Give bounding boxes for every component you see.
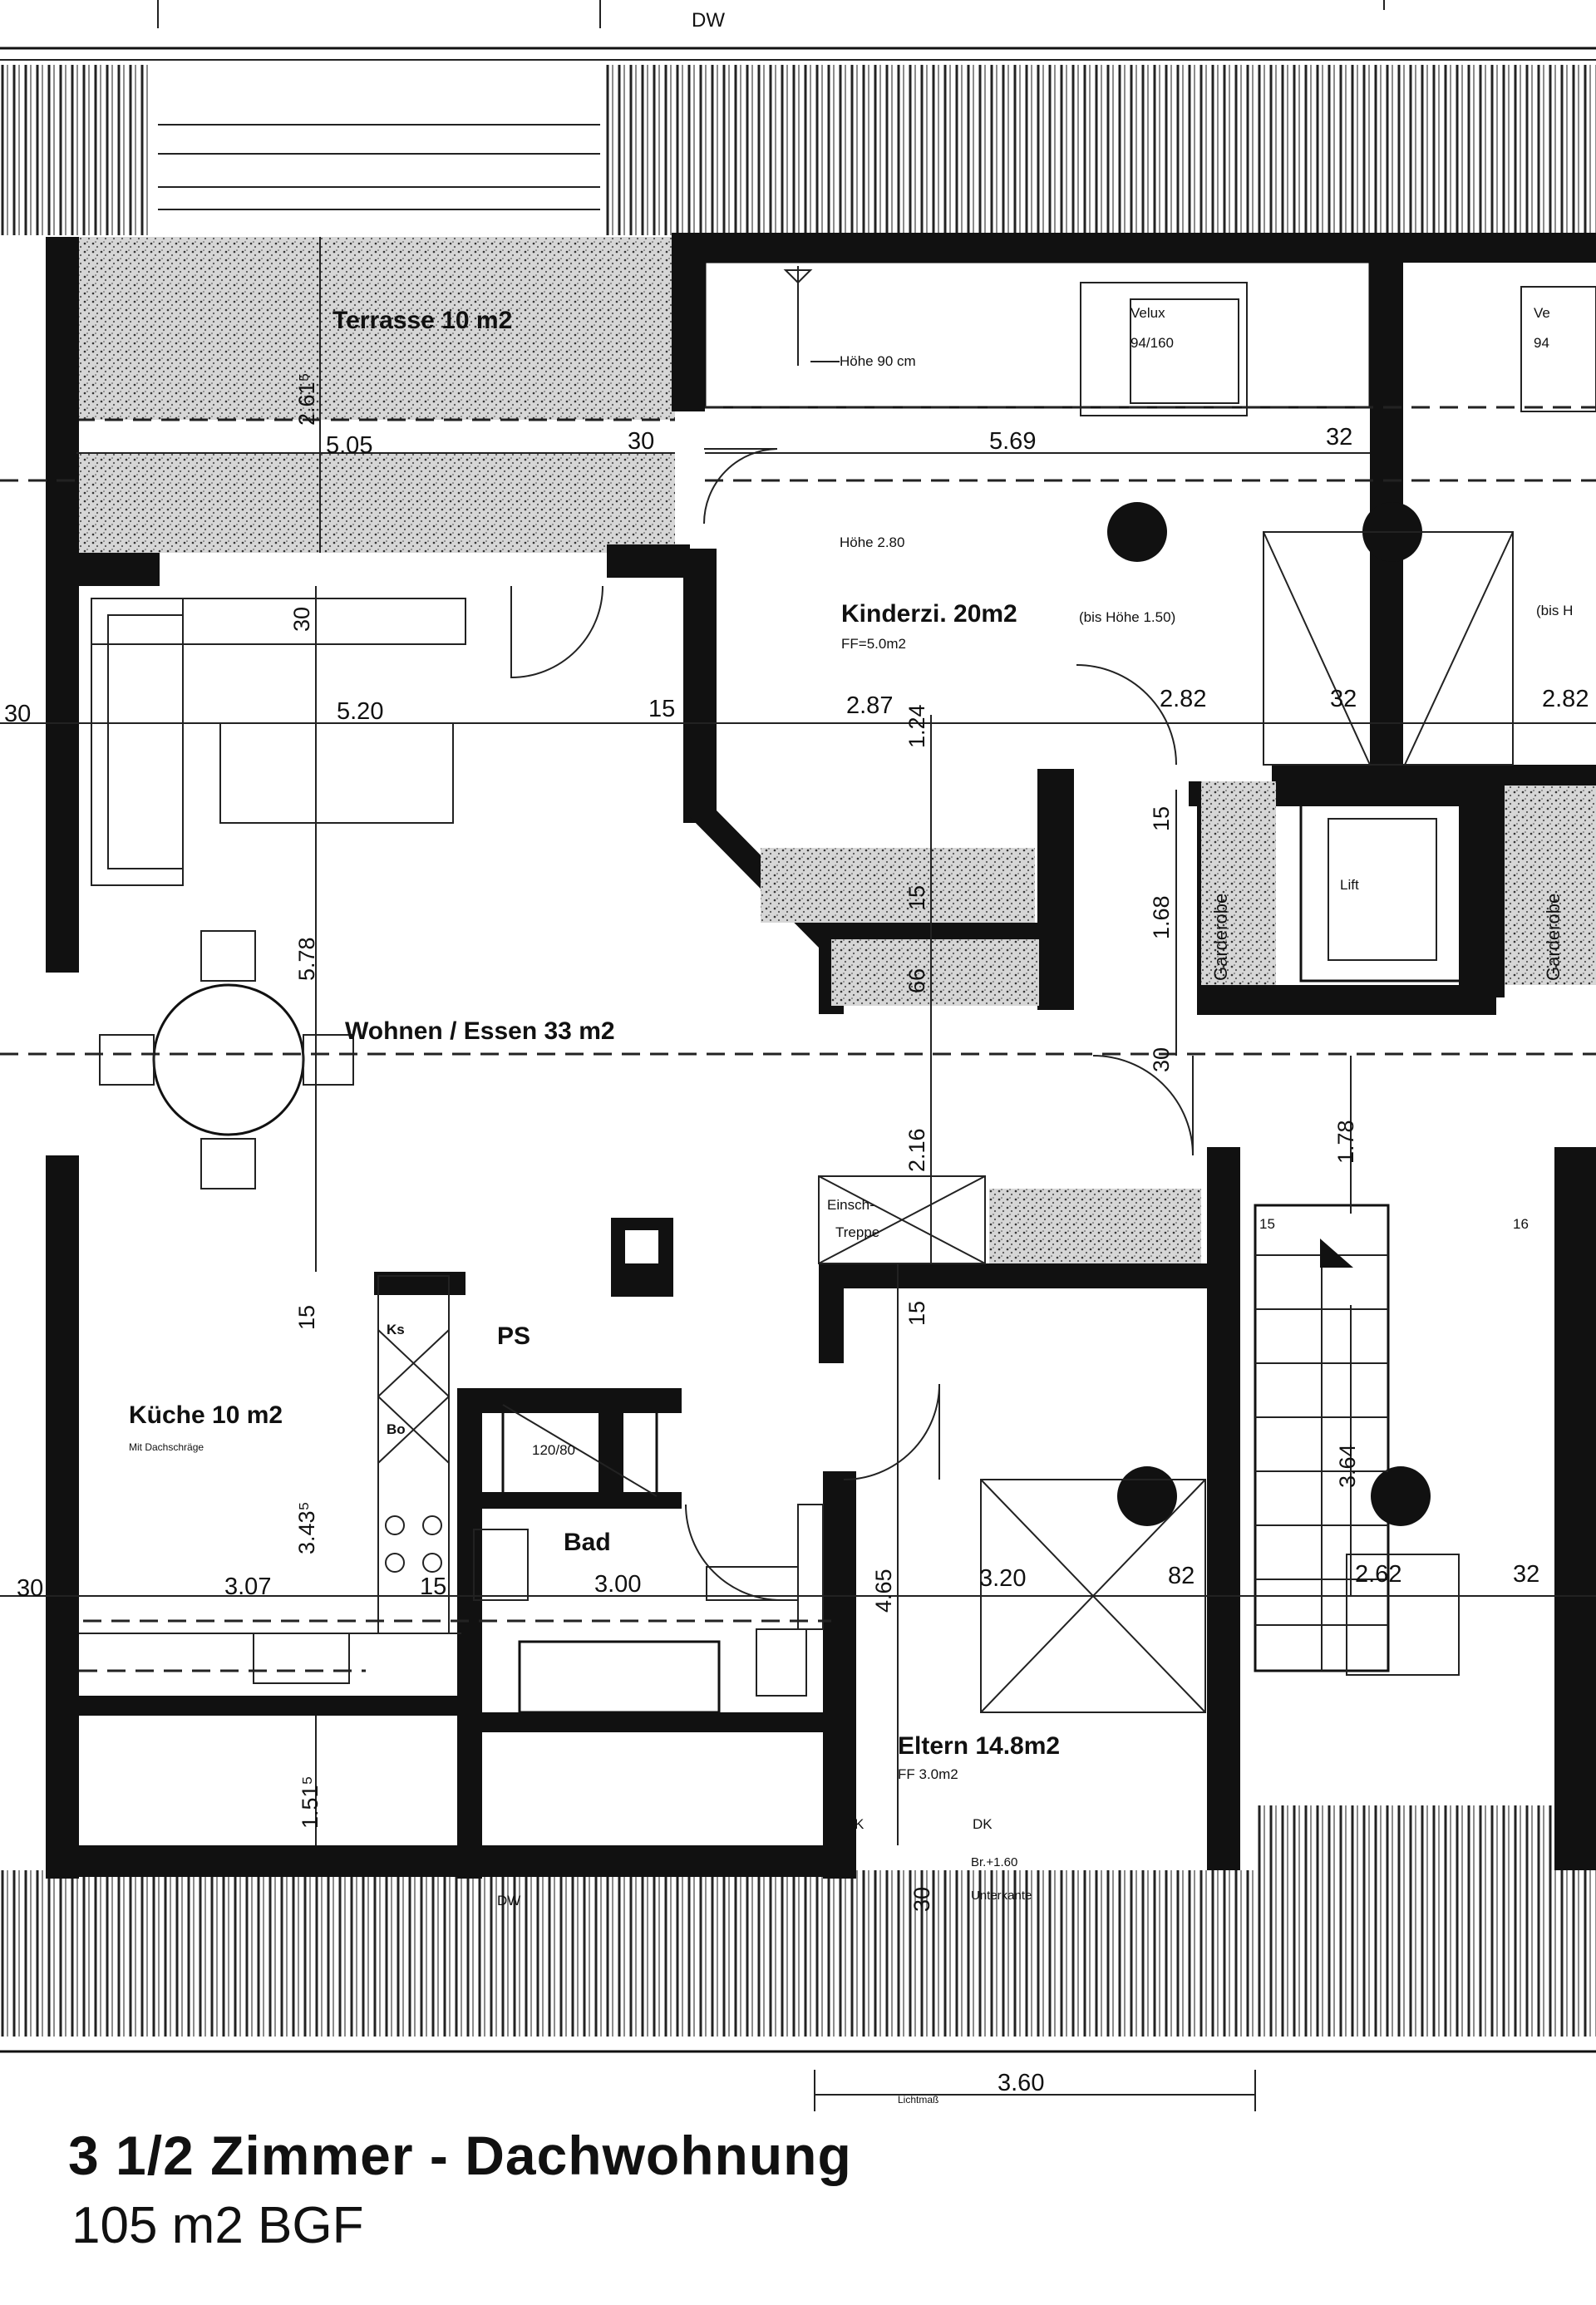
dim-282b: 2.82 (1542, 686, 1589, 712)
dim-178: 1.78 (1333, 1120, 1358, 1164)
dim-151: 1.51⁵ (298, 1776, 323, 1829)
dim-16: 16 (1513, 1216, 1529, 1232)
room-eltern: Eltern 14.8m2 (898, 1732, 1060, 1760)
dim-15-e: 15 (1259, 1216, 1275, 1232)
dim-32-mid: 32 (1330, 686, 1357, 712)
dim-15-c: 15 (904, 885, 929, 910)
note-brh: Br.+1.60 (971, 1855, 1017, 1869)
dim-30-terrace: 30 (628, 428, 654, 455)
top-label: DW (692, 9, 725, 32)
eltern-ff: FF 3.0m2 (898, 1766, 958, 1782)
dim-262: 2.62 (1355, 1561, 1401, 1588)
label-ks: Ks (387, 1322, 405, 1337)
note-hoehe-280: Höhe 2.80 (840, 534, 904, 550)
dim-15-d: 15 (294, 1305, 319, 1330)
dim-30-b: 30 (909, 1887, 934, 1912)
room-kinderzimmer: Kinderzi. 20m2 (841, 600, 1017, 628)
dim-168: 1.68 (1149, 895, 1174, 939)
room-kueche: Küche 10 m2 (129, 1401, 283, 1429)
dim-520: 5.20 (337, 698, 383, 725)
label-bo: Bo (387, 1421, 406, 1437)
kueche-note: Mit Dachschräge (129, 1441, 204, 1453)
dim-30-k: 30 (17, 1575, 43, 1602)
velux-1-a: Velux (1130, 305, 1165, 321)
dim-124: 1.24 (904, 704, 929, 748)
einschubtreppe-1: Einsch- (827, 1197, 874, 1213)
garderobe-1: Garderobe (1210, 894, 1231, 981)
dim-343: 3.43⁵ (294, 1501, 319, 1554)
shower-label: 120/80 (532, 1442, 575, 1458)
dim-287: 2.87 (846, 692, 893, 719)
dim-320: 3.20 (979, 1565, 1026, 1592)
dim-282: 2.82 (1160, 686, 1206, 712)
terrace-area (76, 237, 675, 553)
room-wohnen-essen: Wohnen / Essen 33 m2 (345, 1017, 615, 1045)
roof-hatch-top-left (0, 65, 151, 235)
note-hoehe-90: Höhe 90 cm (840, 353, 916, 369)
room-bad: Bad (564, 1529, 611, 1556)
dim-66: 66 (904, 968, 929, 993)
lift-label: Lift (1340, 877, 1359, 893)
dim-30-v: 30 (289, 607, 314, 632)
room-ps: PS (497, 1322, 530, 1350)
label-dk: DK (973, 1816, 993, 1832)
dim-216: 2.16 (904, 1128, 929, 1172)
dim-32-r: 32 (1513, 1561, 1539, 1588)
dim-465: 4.65 (871, 1569, 896, 1613)
velux-2-b: 94 (1534, 335, 1549, 351)
dim-15-g: 15 (420, 1574, 446, 1600)
note-bis-hoehe: (bis H (1536, 603, 1573, 618)
note-lichte: Lichtmaß (898, 2094, 938, 2106)
dim-505: 5.05 (326, 432, 372, 459)
einschubtreppe-2: Treppe (835, 1224, 879, 1240)
lift-shaft (1299, 796, 1465, 983)
dim-15-f: 15 (904, 1301, 929, 1326)
plan-subtitle: 105 m2 BGF (71, 2197, 364, 2254)
dim-364: 3.64 (1335, 1444, 1360, 1488)
kinderzimmer-ff: FF=5.0m2 (841, 636, 906, 652)
plan-title: 3 1/2 Zimmer - Dachwohnung (68, 2125, 852, 2186)
dim-569: 5.69 (989, 428, 1036, 455)
roof-hatch-top-right (602, 65, 1596, 235)
room-terrasse: Terrasse 10 m2 (332, 307, 512, 334)
label-k: K (855, 1816, 864, 1832)
dim-360: 3.60 (998, 2070, 1044, 2096)
dim-82: 82 (1168, 1563, 1195, 1589)
dim-261: 2.61⁵ (294, 372, 319, 426)
dim-300: 3.00 (594, 1571, 641, 1598)
dim-30-door: 30 (1149, 1047, 1174, 1072)
kinderzimmer-note: (bis Höhe 1.50) (1079, 609, 1175, 625)
dim-578: 5.78 (294, 937, 319, 981)
dim-307: 3.07 (224, 1574, 271, 1600)
velux-2-a: Ve (1534, 305, 1550, 321)
garderobe-2: Garderobe (1543, 894, 1564, 981)
dim-15-b: 15 (1149, 806, 1174, 831)
dim-15-a: 15 (648, 696, 675, 722)
note-unterkante: Unterkante (971, 1889, 1032, 1903)
dim-32-top: 32 (1326, 424, 1352, 451)
roof-hatch-bottom (0, 1870, 1596, 2037)
bottom-label: DW (497, 1893, 520, 1909)
dim-30-left: 30 (4, 701, 31, 727)
velux-1-b: 94/160 (1130, 335, 1174, 351)
